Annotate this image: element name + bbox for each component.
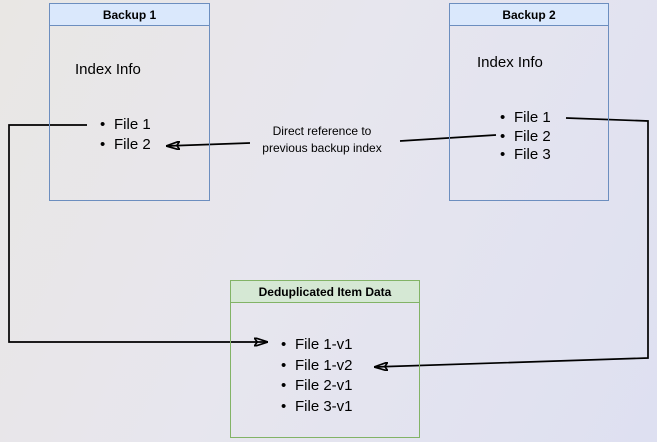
backup2-file-list: File 1 File 2 File 3 xyxy=(500,109,551,165)
file-list-item: File 1 xyxy=(100,115,151,135)
backup1-title: Backup 1 xyxy=(50,4,209,26)
dedup-box: Deduplicated Item Data File 1-v1 File 1-… xyxy=(230,280,420,438)
direct-reference-label-line1: Direct reference to xyxy=(272,124,372,138)
file-list-item: File 1 xyxy=(500,109,551,128)
file-list-item: File 2-v1 xyxy=(281,376,353,397)
backup1-file-list: File 1 File 2 xyxy=(100,115,151,155)
dedup-item-list: File 1-v1 File 1-v2 File 2-v1 File 3-v1 xyxy=(281,335,353,417)
backup2-box: Backup 2 Index Info File 1 File 2 File 3 xyxy=(449,3,609,201)
dedup-title: Deduplicated Item Data xyxy=(231,281,419,303)
backup2-title: Backup 2 xyxy=(450,4,608,26)
direct-reference-label: Direct reference to previous backup inde… xyxy=(212,123,432,157)
direct-reference-label-line2: previous backup index xyxy=(262,141,382,155)
file-list-item: File 3-v1 xyxy=(281,397,353,418)
file-list-item: File 1-v2 xyxy=(281,356,353,377)
file-list-item: File 3 xyxy=(500,146,551,165)
backup1-index-info-label: Index Info xyxy=(75,61,141,78)
file-list-item: File 2 xyxy=(100,135,151,155)
backup2-index-info-label: Index Info xyxy=(477,54,543,71)
backup1-box: Backup 1 Index Info File 1 File 2 xyxy=(49,3,210,201)
file-list-item: File 1-v1 xyxy=(281,335,353,356)
file-list-item: File 2 xyxy=(500,128,551,147)
